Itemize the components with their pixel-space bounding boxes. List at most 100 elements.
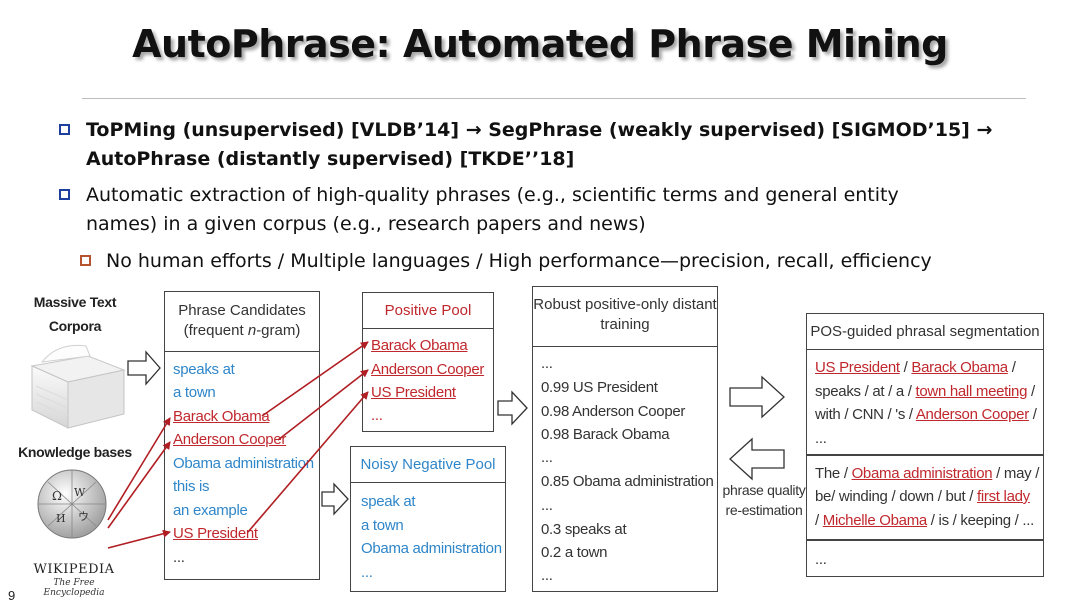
- block-arrow-icon: [321, 482, 349, 516]
- training-box: Robust positive-only distant training ..…: [532, 286, 718, 592]
- segmentation-box: POS-guided phrasal segmentation US Presi…: [806, 313, 1044, 577]
- bullet-1-line-2: AutoPhrase (distantly supervised) [TKDE’…: [86, 148, 575, 170]
- segmented-phrase: town hall meeting: [915, 383, 1028, 400]
- segmentation-divider: [807, 539, 1043, 541]
- block-arrow-icon: [729, 375, 785, 419]
- svg-text:ウ: ウ: [78, 510, 89, 523]
- candidate-item: speaks at: [173, 361, 235, 378]
- segment-separator: ...: [815, 430, 827, 447]
- training-item: 0.85 Obama administration: [541, 473, 714, 490]
- segmentation-line: with / CNN / 's / Anderson Cooper /: [815, 406, 1037, 423]
- segmentation-divider: [807, 454, 1043, 456]
- wikipedia-wordmark: WIKIPEDIA: [33, 562, 115, 577]
- segment-separator: speaks / at / a /: [815, 383, 916, 400]
- segment-separator: /: [815, 512, 823, 529]
- candidate-item: this is: [173, 478, 210, 495]
- candidate-item: a town: [173, 384, 216, 401]
- segmented-phrase: Barack Obama: [911, 359, 1008, 376]
- phrase-candidates-header: Phrase Candidates (frequent n-gram): [165, 292, 319, 352]
- segmentation-line: ...: [815, 430, 827, 447]
- segmented-phrase: US President: [815, 359, 900, 376]
- bullet-2-line-1: Automatic extraction of high-quality phr…: [86, 184, 899, 206]
- segment-separator: The /: [815, 465, 852, 482]
- training-item: 0.3 speaks at: [541, 521, 627, 538]
- segment-separator: /: [1007, 359, 1016, 376]
- svg-text:И: И: [56, 512, 66, 525]
- page-number: 9: [8, 588, 16, 603]
- segment-separator: / may /: [992, 465, 1040, 482]
- segment-separator: /: [1028, 406, 1037, 423]
- segmentation-header: POS-guided phrasal segmentation: [807, 314, 1043, 350]
- segmentation-line: US President / Barack Obama /: [815, 359, 1016, 376]
- training-item: 0.98 Anderson Cooper: [541, 403, 686, 420]
- bullet-3-line-1: No human efforts / Multiple languages / …: [106, 250, 932, 272]
- training-item: 0.99 US President: [541, 379, 658, 396]
- positive-pool-box: Positive Pool Barack Obama Anderson Coop…: [362, 292, 494, 432]
- positive-pool-item: Barack Obama: [371, 337, 468, 354]
- wikipedia-tagline: The Free Encyclopedia: [43, 578, 105, 598]
- training-item: 0.2 a town: [541, 544, 608, 561]
- knowledge-bases-label: Knowledge bases: [18, 444, 132, 460]
- segment-separator: / is / keeping / ...: [926, 512, 1035, 529]
- block-arrow-icon: [497, 390, 528, 426]
- segmentation-line: speaks / at / a / town hall meeting /: [815, 383, 1035, 400]
- corpora-label: Massive Text Corpora: [33, 294, 117, 334]
- candidate-item: Obama administration: [173, 455, 314, 472]
- negative-pool-item: Obama administration: [361, 540, 502, 557]
- segmented-phrase: Michelle Obama: [822, 512, 927, 529]
- negative-pool-header: Noisy Negative Pool: [351, 447, 505, 483]
- negative-pool-item: ...: [361, 564, 373, 581]
- positive-link-arrow: [247, 391, 369, 533]
- candidate-item: US President: [173, 525, 258, 542]
- positive-pool-header: Positive Pool: [363, 293, 493, 329]
- candidate-item: Anderson Cooper: [173, 431, 287, 448]
- segmentation-line: be/ winding / down / but / first lady: [815, 488, 1030, 505]
- training-item: ...: [541, 497, 553, 514]
- segmented-phrase: Obama administration: [851, 465, 993, 482]
- title-divider: [82, 98, 1026, 99]
- phrase-candidates-box: Phrase Candidates (frequent n-gram) spea…: [164, 291, 320, 580]
- segmented-phrase: Anderson Cooper: [915, 406, 1029, 423]
- segmented-phrase: first lady: [977, 488, 1030, 505]
- segmentation-line: ...: [815, 551, 827, 568]
- negative-pool-item: speak at: [361, 493, 416, 510]
- training-item: ...: [541, 567, 553, 584]
- negative-pool-box: Noisy Negative Pool speak at a town Obam…: [350, 446, 506, 592]
- segment-separator: with / CNN / 's /: [815, 406, 916, 423]
- segment-separator: be/ winding / down / but /: [815, 488, 978, 505]
- candidate-item: ...: [173, 549, 185, 566]
- segment-separator: /: [1027, 383, 1035, 400]
- positive-link-arrow: [277, 369, 369, 441]
- negative-pool-item: a town: [361, 517, 404, 534]
- positive-link-arrow: [261, 341, 369, 417]
- reestimation-label: phrase quality re-estimation: [722, 482, 806, 518]
- bullet-box-icon: [59, 189, 70, 200]
- segmentation-line: The / Obama administration / may /: [815, 465, 1039, 482]
- positive-pool-item: Anderson Cooper: [371, 361, 485, 378]
- positive-pool-item: US President: [371, 384, 456, 401]
- svg-text:Ω: Ω: [52, 489, 62, 503]
- bullet-2-line-2: names) in a given corpus (e.g., research…: [86, 213, 646, 235]
- training-item: ...: [541, 449, 553, 466]
- bullet-1-line-1: ToPMing (unsupervised) [VLDB’14] → SegPh…: [86, 119, 993, 141]
- positive-pool-item: ...: [371, 407, 383, 424]
- svg-text:W: W: [74, 486, 86, 499]
- sub-bullet-box-icon: [80, 255, 91, 266]
- block-arrow-icon: [127, 350, 161, 386]
- training-header: Robust positive-only distant training: [533, 287, 717, 347]
- candidate-item: Barack Obama: [173, 408, 270, 425]
- segment-separator: /: [899, 359, 912, 376]
- training-item: ...: [541, 355, 553, 372]
- kb-link-arrow: [107, 529, 171, 549]
- paper-stack-icon: [30, 344, 126, 429]
- kb-link-arrow: [107, 417, 171, 521]
- block-arrow-icon: [729, 437, 785, 481]
- candidate-item: an example: [173, 502, 248, 519]
- kb-link-arrow: [107, 441, 171, 529]
- wikipedia-globe-icon: Ω W И ウ: [37, 469, 107, 539]
- segmentation-line: / Michelle Obama / is / keeping / ...: [815, 512, 1034, 529]
- bullet-box-icon: [59, 124, 70, 135]
- slide-title: AutoPhrase: Automated Phrase Mining: [132, 22, 948, 66]
- training-item: 0.98 Barack Obama: [541, 426, 670, 443]
